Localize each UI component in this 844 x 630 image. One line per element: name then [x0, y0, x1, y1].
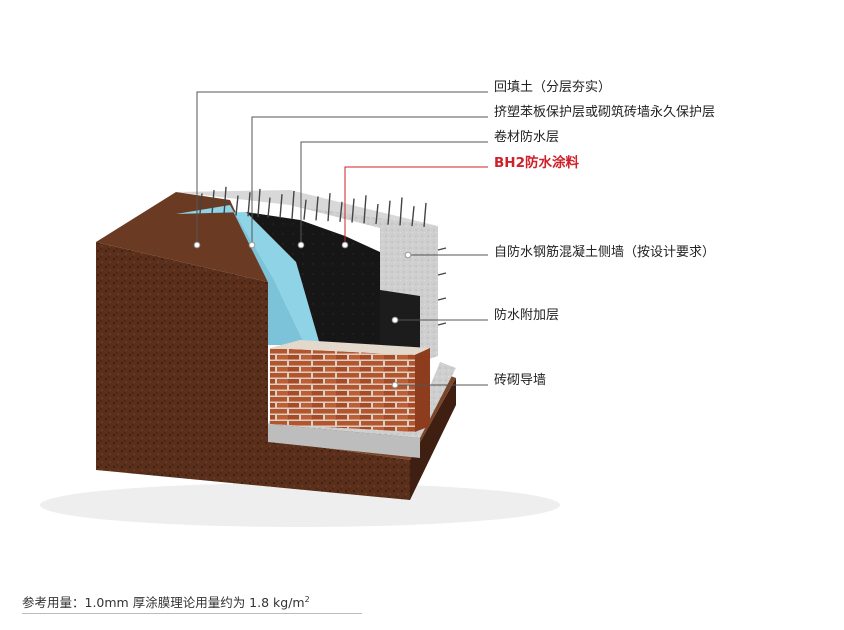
rebar	[411, 206, 415, 227]
rebar	[291, 190, 295, 220]
foam-protection-layer	[176, 205, 320, 345]
footnote-rule	[22, 613, 362, 614]
rebar	[339, 201, 343, 222]
usage-footnote: 参考用量：1.0mm 厚涂膜理论用量约为 1.8 kg/m2	[22, 592, 310, 611]
leader-dot	[341, 241, 349, 249]
label-backfill: 回填土（分层夯实）	[494, 80, 612, 95]
floor-shadow	[40, 483, 560, 527]
rebar	[423, 202, 427, 227]
rebar	[351, 198, 355, 223]
label-coating: BH2防水涂料	[494, 155, 579, 171]
rebar	[363, 195, 367, 224]
rebar	[437, 272, 447, 276]
additional-layer-shape	[380, 290, 420, 356]
foam-layer-side	[230, 205, 305, 345]
brick-guide-wall-side	[415, 348, 430, 432]
brick-guide-wall-top	[270, 340, 430, 355]
rebar	[279, 194, 283, 219]
rebar	[387, 200, 391, 225]
rebar	[437, 247, 447, 251]
rebar	[375, 203, 379, 225]
rebar	[247, 192, 251, 217]
label-concrete-wall: 自防水钢筋混凝土侧墙（按设计要求）	[494, 245, 716, 260]
rebar-group	[199, 186, 447, 326]
label-brick-wall: 砖砌导墙	[494, 373, 547, 388]
leader-line	[196, 91, 488, 245]
leader-dot	[297, 241, 305, 249]
label-additional-layer: 防水附加层	[494, 308, 560, 323]
leader-dot	[391, 316, 399, 324]
soil-front-face	[96, 242, 410, 500]
label-protection-layer: 挤塑苯板保护层或砌筑砖墙永久保护层	[494, 105, 716, 120]
leader-line	[344, 166, 488, 245]
rebar	[437, 322, 447, 326]
leader-line	[300, 141, 488, 245]
rebar	[257, 188, 261, 217]
rebar	[303, 199, 307, 220]
leader-lines	[196, 91, 488, 386]
concrete-base-front	[268, 424, 420, 458]
leader-dot	[193, 241, 201, 249]
leader-dot	[391, 381, 399, 389]
rebar	[211, 190, 215, 215]
footnote-text: 参考用量：1.0mm 厚涂膜理论用量约为 1.8 kg/m	[22, 595, 305, 610]
rebar	[235, 195, 239, 216]
footnote-superscript: 2	[304, 594, 310, 604]
rebar	[327, 193, 331, 222]
rebar	[199, 193, 203, 214]
label-membrane: 卷材防水层	[494, 130, 560, 145]
rebar	[437, 297, 447, 301]
brick-guide-wall-front	[270, 348, 415, 432]
leader-line	[251, 116, 488, 245]
leader-dot	[404, 251, 412, 259]
rebar	[267, 197, 271, 218]
leader-dots	[193, 241, 412, 389]
rebar	[315, 196, 319, 221]
rebar	[223, 186, 227, 215]
rebar	[399, 197, 403, 226]
soil-right-face	[410, 378, 456, 500]
soil-top-face	[96, 192, 268, 282]
leader-dot	[248, 241, 256, 249]
concrete-wall-top	[176, 190, 438, 226]
